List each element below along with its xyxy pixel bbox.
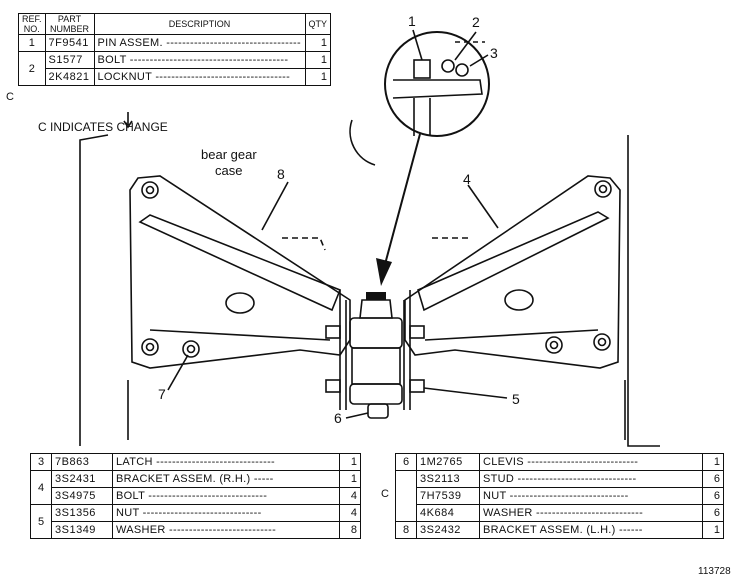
leader-1 — [412, 29, 423, 61]
table-row: 2 S1577 BOLT ---------------------------… — [18, 51, 332, 86]
table-row: 3 7B863 LATCH --------------------------… — [30, 453, 361, 471]
detail-bar — [392, 79, 483, 99]
nut-c2 — [409, 325, 425, 339]
nut-c3 — [325, 379, 341, 393]
callout-7: 7 — [158, 386, 166, 402]
leader-3 — [469, 54, 489, 67]
table-row: 7H7539 NUT -----------------------------… — [396, 487, 724, 505]
table-row: 8 3S2432 BRACKET ASSEM. (L.H.) ------ 1 — [395, 521, 724, 539]
callout-4: 4 — [463, 171, 471, 187]
latch-top — [359, 299, 393, 319]
detail-latch — [441, 59, 455, 73]
leader-4 — [467, 184, 499, 229]
ghost-circle-arc — [349, 119, 376, 166]
left-bracket-rib — [138, 214, 342, 312]
callout-8: 8 — [277, 166, 285, 182]
case-label: case — [215, 163, 243, 178]
table-row: 5 3S1356 NUT ---------------------------… — [30, 504, 361, 539]
detail-lock — [455, 63, 469, 77]
leader-8 — [261, 181, 289, 231]
header-ref: REF.NO. — [18, 13, 46, 35]
detail-arrowhead — [376, 258, 392, 286]
bottom-right-parts-table: 6 1M2765 CLEVIS ------------------------… — [395, 453, 724, 539]
header-qty: QTY — [304, 13, 332, 35]
callout-2: 2 — [472, 14, 480, 30]
left-plate-slot — [225, 292, 255, 314]
detail-pin — [413, 59, 431, 79]
nut-right — [545, 336, 563, 354]
leader-7 — [167, 354, 189, 391]
clevis-body — [351, 347, 401, 385]
bolt-right-bottom — [593, 333, 611, 351]
frame-outline-right — [627, 135, 660, 447]
frame-outline-left — [79, 134, 109, 446]
left-bracket-plate — [129, 175, 351, 369]
table-row: 4 3S2431 BRACKET ASSEM. (R.H.) ----- 1 — [30, 470, 361, 505]
table-row: 6 1M2765 CLEVIS ------------------------… — [395, 453, 724, 471]
nut-c1 — [325, 325, 341, 339]
table-row: 3S2113 STUD ----------------------------… — [395, 470, 724, 522]
bottom-left-parts-table: 3 7B863 LATCH --------------------------… — [30, 453, 361, 539]
table-row: 4K684 WASHER ---------------------------… — [396, 504, 724, 522]
detail-arrow — [383, 133, 421, 269]
bolt-right-top — [594, 180, 612, 198]
table-row: 1 7F9541 PIN ASSEM. --------------------… — [18, 34, 332, 52]
leader-5 — [423, 387, 508, 399]
right-bracket-plate — [404, 175, 621, 369]
callout-6: 6 — [334, 410, 342, 426]
table-row: 2K4821 LOCKNUT -------------------------… — [19, 68, 332, 86]
leader-2 — [454, 31, 477, 61]
change-mark: C — [6, 91, 14, 103]
detail-shaft — [413, 98, 431, 136]
nut-c4 — [409, 379, 425, 393]
figure-number: 113728 — [698, 566, 731, 577]
bear-gear-label: bear gear — [201, 147, 257, 162]
clevis-lower — [349, 383, 403, 405]
callout-5: 5 — [512, 391, 520, 407]
callout-3: 3 — [490, 45, 498, 61]
case-outline-left — [282, 237, 326, 251]
right-bracket-rib — [417, 211, 610, 312]
left-bracket-lower-flange — [149, 329, 331, 341]
header-desc: DESCRIPTION — [93, 13, 306, 35]
leader-6 — [345, 412, 369, 419]
detail-view-circle — [384, 31, 490, 137]
nut-left — [182, 340, 200, 358]
change-note: C INDICATES CHANGE — [38, 120, 168, 134]
table-row: 3S1349 WASHER --------------------------… — [31, 521, 361, 539]
clevis-upper — [349, 317, 403, 349]
clevis-pin-end — [367, 403, 389, 419]
callout-1: 1 — [408, 13, 416, 29]
change-mark-right: C — [381, 488, 389, 500]
table-row: 3S4975 BOLT ----------------------------… — [31, 487, 361, 505]
right-bracket-lower-flange — [424, 329, 599, 341]
bolt-left-top — [141, 181, 159, 199]
right-plate-slot — [504, 289, 534, 311]
bolt-left-bottom — [141, 338, 159, 356]
